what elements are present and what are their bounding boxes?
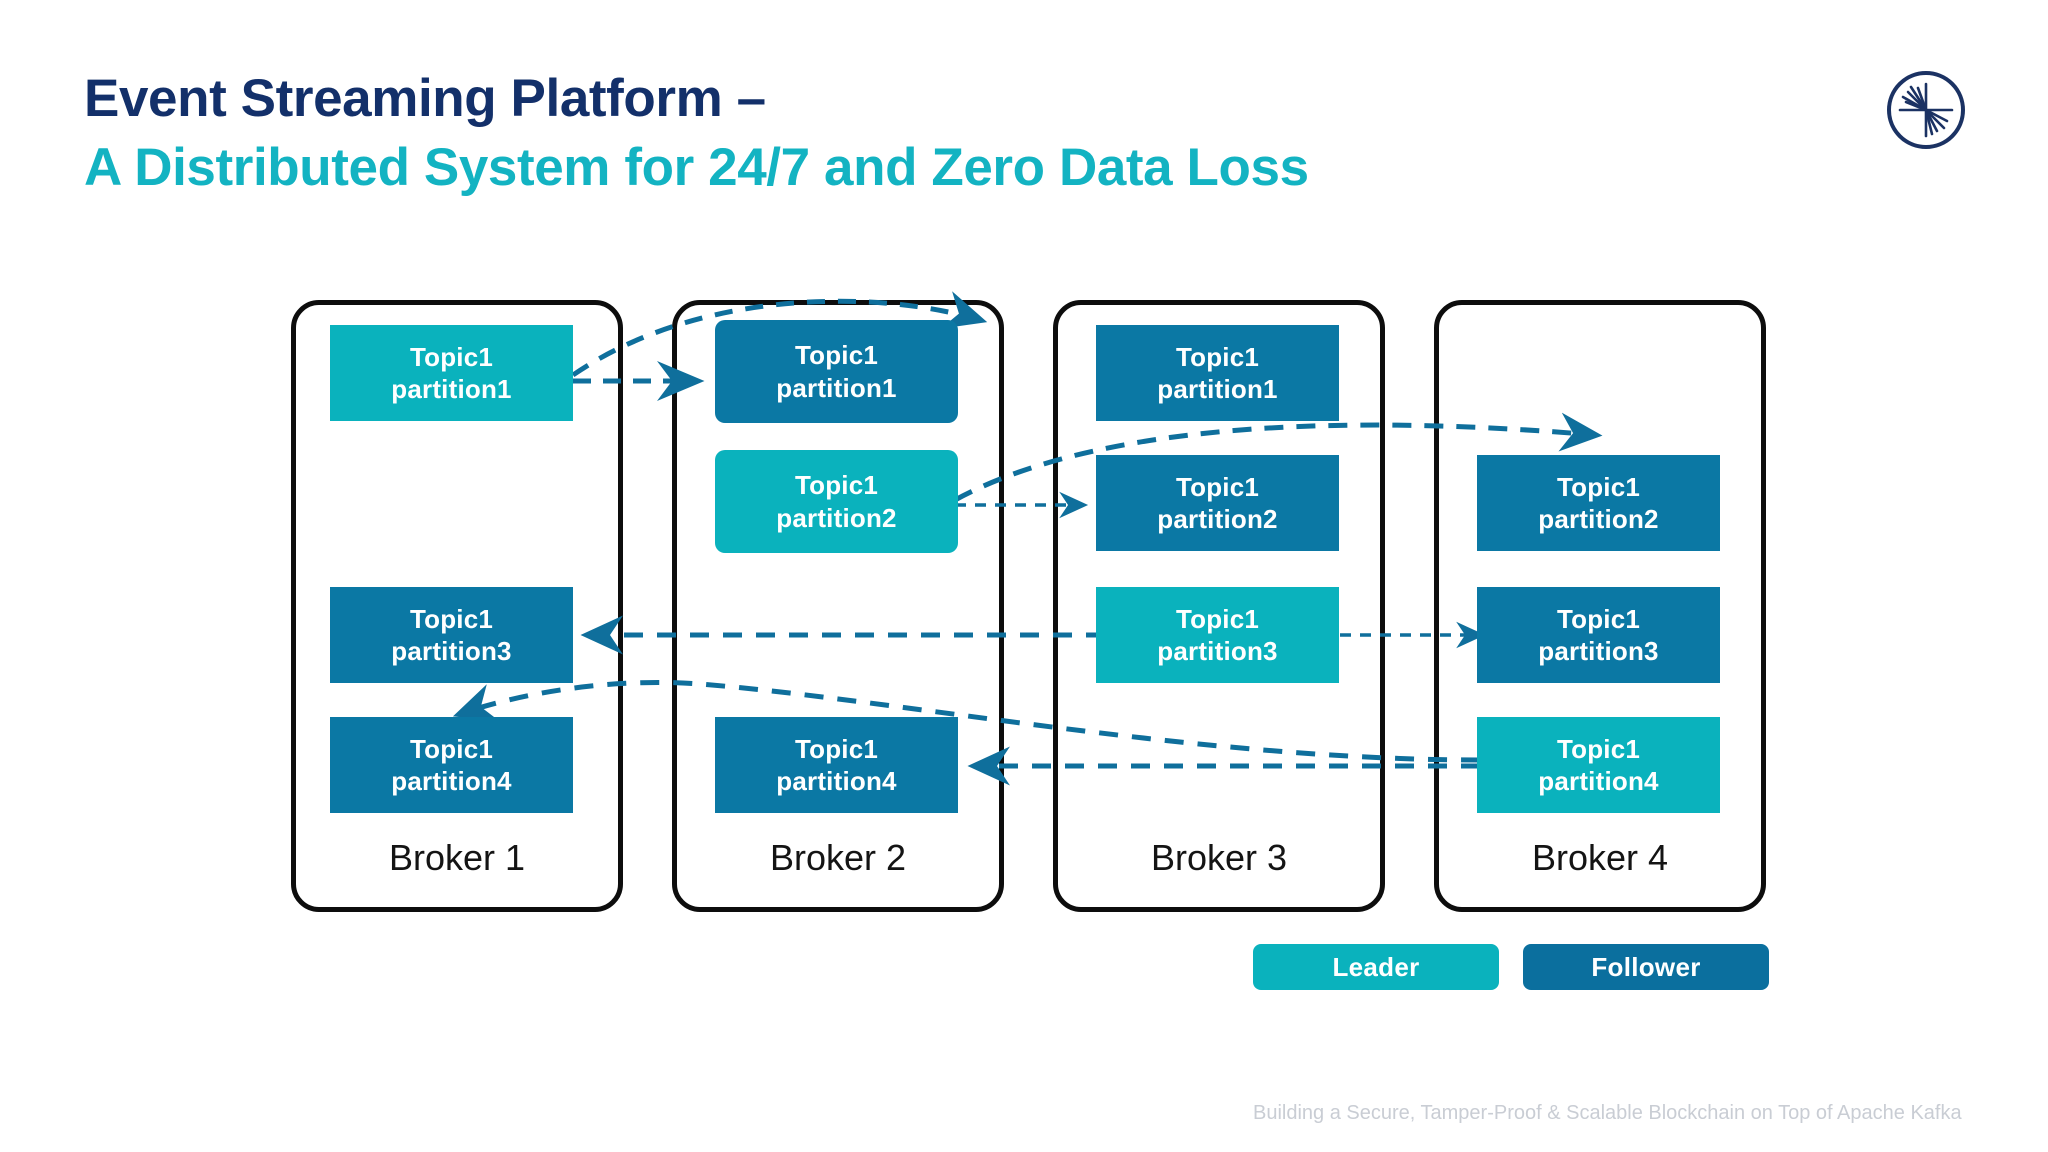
partition-b4-p2[interactable]: Topic1 partition2 [1477,455,1720,551]
partition-topic: Topic1 [409,733,494,764]
partition-topic: Topic1 [1175,341,1260,372]
legend-leader-chip[interactable]: Leader [1253,944,1499,990]
title-line-1: Event Streaming Platform – [84,69,766,128]
broker-label-3: Broker 3 [1150,837,1288,878]
footer-text: Building a Secure, Tamper-Proof & Scalab… [1253,1102,1962,1124]
page-title: Event Streaming Platform – A Distributed… [84,68,1309,199]
partition-topic: Topic1 [1175,603,1260,634]
partition-b4-p4[interactable]: Topic1 partition4 [1477,717,1720,813]
partition-name: partition4 [1538,766,1659,796]
partition-b1-p3[interactable]: Topic1 partition3 [330,587,573,683]
partition-name: partition2 [1157,504,1278,534]
partition-topic: Topic1 [1556,733,1641,764]
broker-label-1: Broker 1 [388,837,526,878]
confluent-logo-icon [1884,68,1968,152]
partition-b1-p1[interactable]: Topic1 partition1 [330,325,573,421]
partition-name: partition1 [1157,374,1278,404]
partition-topic: Topic1 [1175,471,1260,502]
partition-b3-p1[interactable]: Topic1 partition1 [1096,325,1339,421]
partition-name: partition4 [391,766,512,796]
partition-b2-p2[interactable]: Topic1 partition2 [715,450,958,553]
partition-name: partition3 [391,636,512,666]
partition-name: partition2 [1538,504,1659,534]
title-line-2: A Distributed System for 24/7 and Zero D… [84,137,1309,197]
partition-name: partition1 [391,374,512,404]
partition-topic: Topic1 [1556,471,1641,502]
legend: Leader Follower [1253,944,1769,990]
broker-label-2: Broker 2 [769,837,907,878]
partition-b3-p2[interactable]: Topic1 partition2 [1096,455,1339,551]
partition-topic: Topic1 [1556,603,1641,634]
partition-topic: Topic1 [794,470,879,501]
partition-name: partition3 [1157,636,1278,666]
partition-name: partition1 [776,372,897,403]
partition-topic: Topic1 [794,340,879,371]
partition-name: partition3 [1538,636,1659,666]
partition-name: partition2 [776,502,897,533]
broker-label-4: Broker 4 [1531,837,1669,878]
partition-name: partition4 [776,766,897,796]
partition-b4-p3[interactable]: Topic1 partition3 [1477,587,1720,683]
partition-topic: Topic1 [409,341,494,372]
partition-b2-p4[interactable]: Topic1 partition4 [715,717,958,813]
partition-b1-p4[interactable]: Topic1 partition4 [330,717,573,813]
partition-topic: Topic1 [794,733,879,764]
partition-topic: Topic1 [409,603,494,634]
partition-b3-p3[interactable]: Topic1 partition3 [1096,587,1339,683]
partition-b2-p1[interactable]: Topic1 partition1 [715,320,958,423]
legend-follower-chip[interactable]: Follower [1523,944,1769,990]
